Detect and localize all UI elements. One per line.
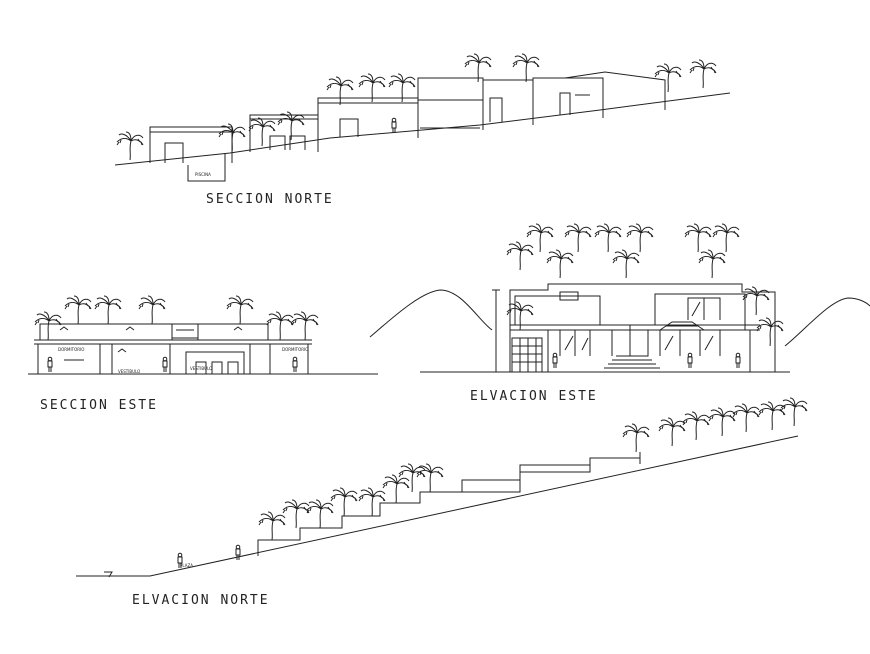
palm-tree	[780, 397, 808, 427]
building-block-6	[532, 77, 604, 118]
palm-tree	[658, 417, 686, 447]
palm-tree	[382, 474, 410, 504]
building-block-1	[149, 126, 233, 163]
palm-tree	[94, 295, 122, 325]
palm-tree	[758, 401, 786, 431]
room-label-1: DORMITORIO	[58, 347, 84, 352]
pool-section	[187, 153, 226, 182]
seccion-norte-title: SECCION NORTE	[206, 192, 334, 207]
right-room	[249, 344, 309, 374]
top-roof	[519, 457, 641, 473]
palm-tree	[689, 59, 717, 89]
scale-figure	[687, 352, 693, 369]
main-slab	[34, 339, 312, 345]
palm-tree	[266, 311, 294, 341]
pool-label: PISCINA	[195, 172, 211, 177]
palm-tree	[506, 241, 534, 271]
palm-tree	[116, 131, 144, 161]
hill-left	[369, 289, 493, 338]
elevacion-norte-title: ELVACION NORTE	[132, 593, 270, 608]
palm-tree	[546, 249, 574, 279]
palm-tree	[248, 117, 276, 147]
ground-line	[76, 435, 799, 577]
room-label-3: VESTIBULO	[190, 366, 212, 371]
roof-slope	[564, 71, 666, 110]
palm-tree	[416, 463, 444, 493]
plaza-label: PLAZA	[180, 563, 193, 568]
palm-tree	[34, 311, 62, 341]
ground-mark	[104, 571, 113, 578]
palm-tree	[64, 295, 92, 325]
facade-outline	[509, 283, 776, 372]
palm-tree	[330, 487, 358, 517]
palm-tree	[622, 423, 650, 453]
palm-tree	[506, 301, 534, 331]
elevacion-norte-drawing: PLAZA	[76, 397, 808, 578]
glazing-right	[659, 329, 721, 356]
scale-figure	[47, 356, 53, 373]
palm-tree	[594, 223, 622, 253]
elevacion-este-title: ELVACION ESTE	[470, 389, 598, 404]
palm-tree	[708, 407, 736, 437]
upper-glazing	[687, 297, 721, 320]
upper-slab	[39, 323, 269, 340]
palm-tree	[612, 249, 640, 279]
lower-terrace	[461, 479, 521, 493]
palm-tree	[291, 311, 319, 341]
mid-slab	[510, 324, 760, 331]
scale-figure	[162, 356, 168, 373]
palm-tree	[138, 295, 166, 325]
palm-tree	[258, 511, 286, 541]
pergola	[659, 321, 705, 331]
seccion-este-title: SECCION ESTE	[40, 398, 158, 413]
palm-tree	[358, 487, 386, 517]
palm-tree	[564, 223, 592, 253]
left-room	[37, 344, 101, 374]
palm-tree	[654, 63, 682, 93]
palm-tree	[326, 76, 354, 106]
palm-tree	[306, 499, 334, 529]
palm-tree	[698, 249, 726, 279]
terrace-steps	[257, 452, 641, 556]
palm-tree	[218, 123, 246, 153]
section-door-marks	[59, 326, 243, 353]
palm-tree	[712, 223, 740, 253]
terrain-line	[114, 92, 731, 166]
stair-core	[171, 323, 199, 339]
room-label-4: DORMITORIO	[282, 347, 308, 352]
seccion-norte-drawing: PISCINA	[114, 53, 731, 182]
building-block-4	[417, 77, 484, 130]
palm-tree	[626, 223, 654, 253]
palm-tree	[732, 403, 760, 433]
column-marks	[547, 325, 751, 372]
upper-volume	[514, 291, 746, 330]
scale-figure	[292, 356, 298, 373]
entrance-stair	[600, 329, 664, 373]
hill-right	[784, 297, 870, 347]
building-block-2	[249, 114, 319, 152]
palm-tree	[684, 223, 712, 253]
elevacion-este-drawing	[369, 223, 870, 373]
palm-tree	[226, 295, 254, 325]
scale-figure	[735, 352, 741, 369]
room-label-2: VESTIBULO	[118, 369, 140, 374]
center-room	[111, 344, 245, 374]
palm-tree	[282, 499, 310, 529]
dimension-line	[492, 289, 500, 373]
scale-figure	[235, 544, 241, 561]
palm-tree	[682, 411, 710, 441]
glazing-left	[559, 329, 591, 356]
scale-figure	[391, 117, 397, 134]
palm-tree	[526, 223, 554, 253]
seccion-este-drawing: DORMITORIO VESTIBULO VESTIBULO DORMITORI…	[28, 295, 378, 375]
block-wall	[511, 337, 543, 372]
palm-tree	[742, 286, 770, 316]
palm-tree	[756, 317, 784, 347]
scale-figure	[552, 352, 558, 369]
building-block-5	[482, 79, 534, 125]
